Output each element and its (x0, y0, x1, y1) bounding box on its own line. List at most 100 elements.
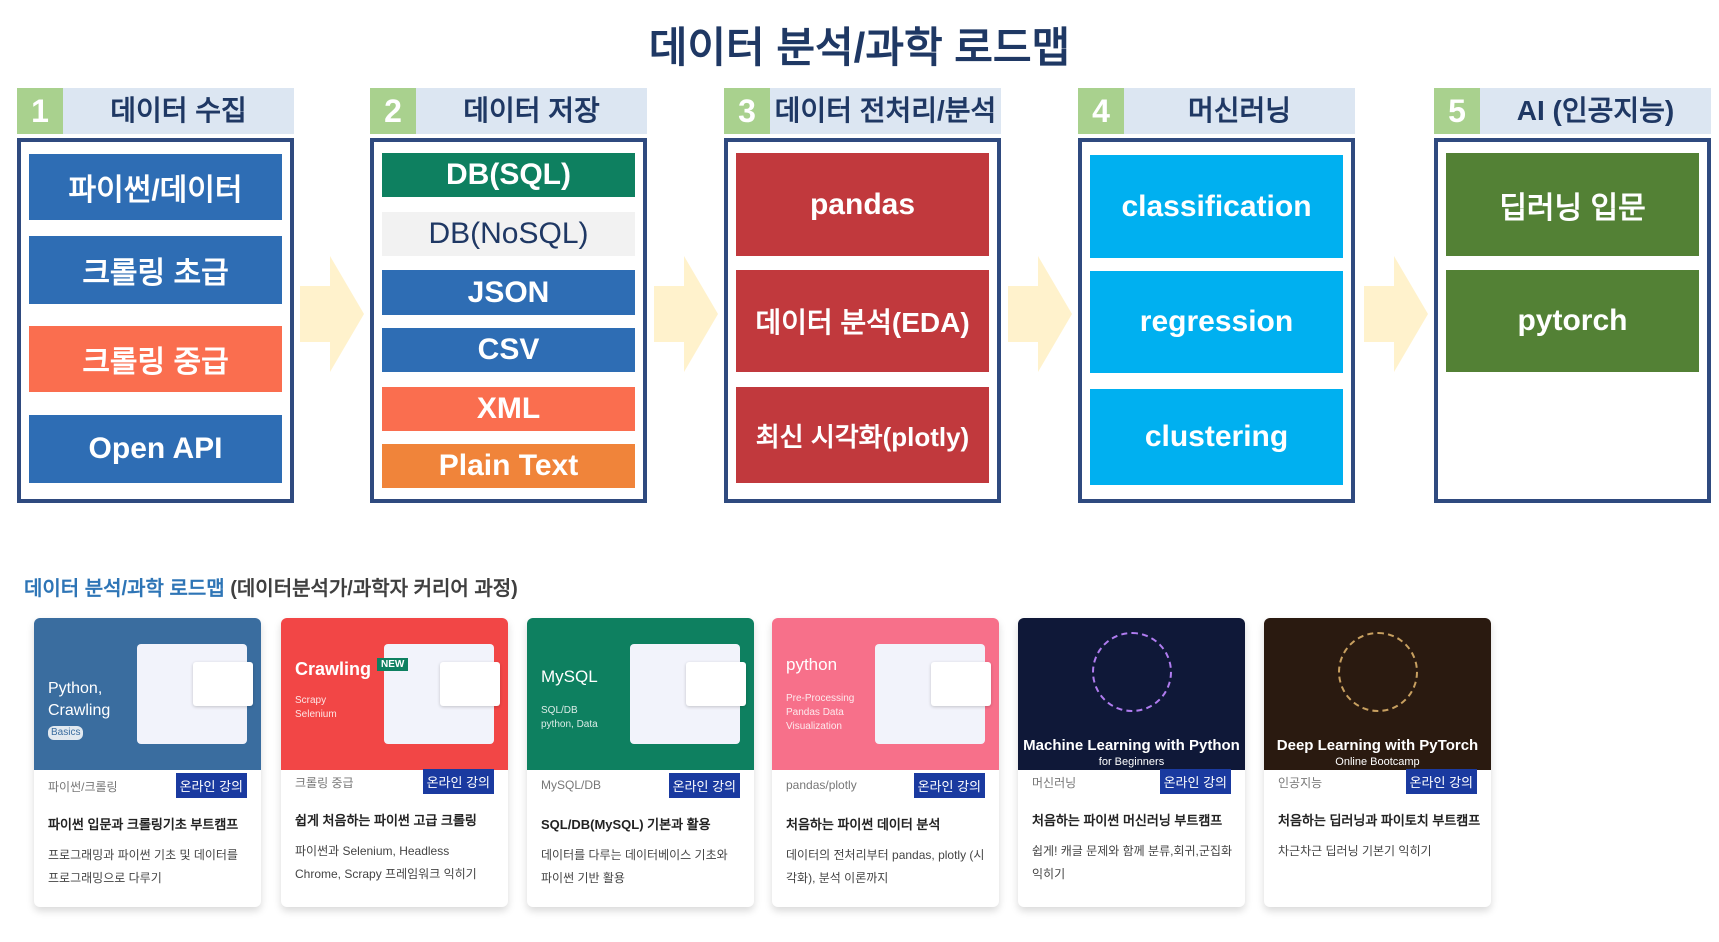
roadmap-item[interactable]: classification (1090, 155, 1343, 258)
illustration-icon (875, 644, 991, 744)
online-badge: 온라인 강의 (913, 773, 985, 798)
course-desc: 파이썬과 Selenium, Headless Chrome, Scrapy 프… (295, 844, 477, 881)
section-title[interactable]: 데이터 분석/과학 로드맵 (24, 578, 225, 600)
course-category: pandas/plotly (786, 778, 857, 792)
step-4-column: 4 머신러닝 classification regression clusteri… (1078, 88, 1355, 503)
step-number: 3 (724, 88, 770, 134)
roadmap-item[interactable]: 파이썬/데이터 (29, 154, 282, 220)
step-label: AI (인공지능) (1516, 95, 1675, 126)
step-label: 데이터 저장 (463, 95, 600, 126)
step-box: 딥러닝 입문 pytorch (1434, 138, 1711, 503)
step-number: 5 (1434, 88, 1480, 134)
course-title[interactable]: 쉽게 처음하는 파이썬 고급 크롤링 (295, 813, 477, 828)
roadmap-item[interactable]: 크롤링 초급 (29, 236, 282, 304)
course-category: MySQL/DB (541, 778, 602, 792)
thumb-subtitle: Basics (48, 726, 84, 740)
course-thumbnail[interactable]: MySQL SQL/DB python, Data (527, 618, 754, 770)
course-desc: 데이터의 전처리부터 pandas, plotly (시각화), 분석 이론까지 (786, 848, 985, 885)
step-box: classification regression clustering (1078, 138, 1355, 503)
brain-icon (1337, 632, 1418, 712)
step-2-column: 2 데이터 저장 DB(SQL) DB(NoSQL) JSON CSV XML P… (370, 88, 647, 503)
roadmap-item[interactable]: CSV (382, 328, 635, 372)
step-number: 2 (370, 88, 416, 134)
illustration-icon (137, 644, 253, 744)
step-header: 5 AI (인공지능) (1434, 88, 1711, 134)
step-label: 데이터 전처리/분석 (774, 95, 997, 126)
online-badge: 온라인 강의 (422, 769, 494, 794)
illustration-icon (384, 644, 500, 744)
roadmap-item[interactable]: Plain Text (382, 444, 635, 488)
thumb-subtitle: for Beginners (1098, 756, 1165, 768)
course-category: 머신러닝 (1032, 776, 1077, 790)
course-thumbnail[interactable]: Machine Learning with Python for Beginner… (1018, 618, 1245, 770)
thumb-title: Crawling (295, 659, 372, 679)
online-badge: 온라인 강의 (668, 773, 740, 798)
thumb-title: Machine Learning with Python (1023, 737, 1240, 754)
roadmap-item[interactable]: 데이터 분석(EDA) (736, 270, 989, 372)
thumb-title: Python, Crawling (48, 680, 111, 719)
roadmap-item[interactable]: pandas (736, 153, 989, 256)
arrow-right-icon (654, 256, 718, 372)
roadmap-item[interactable]: DB(NoSQL) (382, 212, 635, 256)
roadmap-item[interactable]: regression (1090, 271, 1343, 373)
online-badge: 온라인 강의 (1405, 769, 1477, 794)
thumb-subtitle: Online Bootcamp (1335, 756, 1420, 768)
arrow-right-icon (1008, 256, 1072, 372)
roadmap-item[interactable]: 딥러닝 입문 (1446, 153, 1699, 256)
roadmap-item[interactable]: Open API (29, 415, 282, 483)
new-tag: NEW (377, 658, 409, 671)
roadmap-item[interactable]: pytorch (1446, 270, 1699, 372)
section-subtitle: (데이터분석가/과학자 커리어 과정) (230, 578, 518, 600)
thumb-title: Deep Learning with PyTorch (1276, 737, 1479, 754)
thumb-subtitle: Scrapy Selenium (295, 695, 337, 720)
course-category: 인공지능 (1278, 776, 1323, 790)
section-heading: 데이터 분석/과학 로드맵 (데이터분석가/과학자 커리어 과정) (24, 572, 518, 601)
course-title[interactable]: 처음하는 파이썬 머신러닝 부트캠프 (1032, 813, 1223, 828)
step-label: 머신러닝 (1187, 95, 1292, 126)
roadmap-item[interactable]: clustering (1090, 389, 1343, 485)
online-badge: 온라인 강의 (1159, 769, 1231, 794)
course-title[interactable]: SQL/DB(MySQL) 기본과 활용 (541, 817, 711, 832)
course-title[interactable]: 처음하는 딥러닝과 파이토치 부트캠프 (1278, 813, 1481, 828)
step-number: 1 (17, 88, 63, 134)
step-box: pandas 데이터 분석(EDA) 최신 시각화(plotly) (724, 138, 1001, 503)
roadmap-item[interactable]: 최신 시각화(plotly) (736, 387, 989, 483)
step-number: 4 (1078, 88, 1124, 134)
course-desc: 데이터를 다루는 데이터베이스 기초와 파이썬 기반 활용 (541, 848, 728, 885)
step-box: DB(SQL) DB(NoSQL) JSON CSV XML Plain Tex… (370, 138, 647, 503)
roadmap-item[interactable]: 크롤링 중급 (29, 326, 282, 392)
thumb-subtitle: Pre-Processing Pandas Data Visualization (786, 693, 855, 732)
course-category: 파이썬/크롤링 (48, 780, 118, 794)
thumb-title: MySQL (541, 667, 598, 686)
thumb-title: python (786, 655, 838, 674)
course-title[interactable]: 처음하는 파이썬 데이터 분석 (786, 817, 941, 832)
step-header: 4 머신러닝 (1078, 88, 1355, 134)
step-box: 파이썬/데이터 크롤링 초급 크롤링 중급 Open API (17, 138, 294, 503)
course-title[interactable]: 파이썬 입문과 크롤링기초 부트캠프 (48, 817, 239, 832)
roadmap-item[interactable]: JSON (382, 270, 635, 315)
course-card[interactable]: Machine Learning with Python for Beginner… (1018, 618, 1245, 907)
step-5-column: 5 AI (인공지능) 딥러닝 입문 pytorch (1434, 88, 1711, 503)
thumb-subtitle: SQL/DB python, Data (541, 705, 598, 730)
roadmap-item[interactable]: DB(SQL) (382, 153, 635, 197)
brain-icon (1091, 632, 1172, 712)
arrow-right-icon (300, 256, 364, 372)
page-title: 데이터 분석/과학 로드맵 (648, 24, 1071, 71)
roadmap-item[interactable]: XML (382, 387, 635, 431)
course-desc: 프로그래밍과 파이썬 기초 및 데이터를 프로그래밍으로 다루기 (48, 848, 238, 885)
course-desc: 쉽게! 캐글 문제와 함께 분류,회귀,군집화 익히기 (1032, 844, 1232, 881)
illustration-icon (630, 644, 746, 744)
